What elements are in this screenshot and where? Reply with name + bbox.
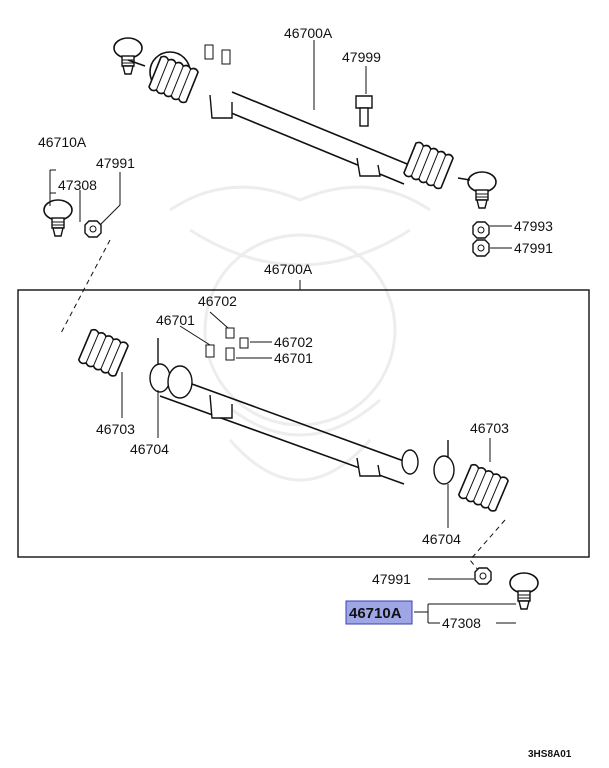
label-left-end: 46710A [38, 134, 87, 150]
label-boot-left: 46703 [96, 421, 135, 437]
label-top-rack: 46700A [284, 25, 333, 41]
exploded-box [17, 289, 590, 558]
label-fit-a2: 46702 [274, 334, 313, 350]
label-fit-a1: 46702 [198, 293, 237, 309]
top-rack-assembly [113, 37, 497, 209]
label-bottom-nut: 47991 [372, 571, 411, 587]
label-fit-b2: 46701 [274, 350, 313, 366]
label-top-bolt: 47999 [342, 49, 381, 65]
box-rack-assembly [77, 327, 510, 513]
highlight-part-box[interactable] [345, 600, 413, 625]
label-clamp-left: 46704 [130, 441, 169, 457]
bolt-47999 [355, 95, 373, 127]
fittings [205, 327, 249, 361]
label-right-washer: 47993 [514, 218, 553, 234]
diagram-code: 3HS8A01 [528, 749, 572, 760]
label-boot-right: 46703 [470, 420, 509, 436]
label-left-nut: 47991 [96, 155, 135, 171]
label-box-rack: 46700A [264, 261, 313, 277]
label-bottom-end[interactable]: 46710A [349, 605, 402, 622]
watermark [169, 185, 431, 482]
label-clamp-right: 46704 [422, 531, 461, 547]
label-left-stud: 47308 [58, 177, 97, 193]
label-fit-b1: 46701 [156, 312, 195, 328]
label-bottom-stud: 47308 [442, 615, 481, 631]
label-right-nut: 47991 [514, 240, 553, 256]
